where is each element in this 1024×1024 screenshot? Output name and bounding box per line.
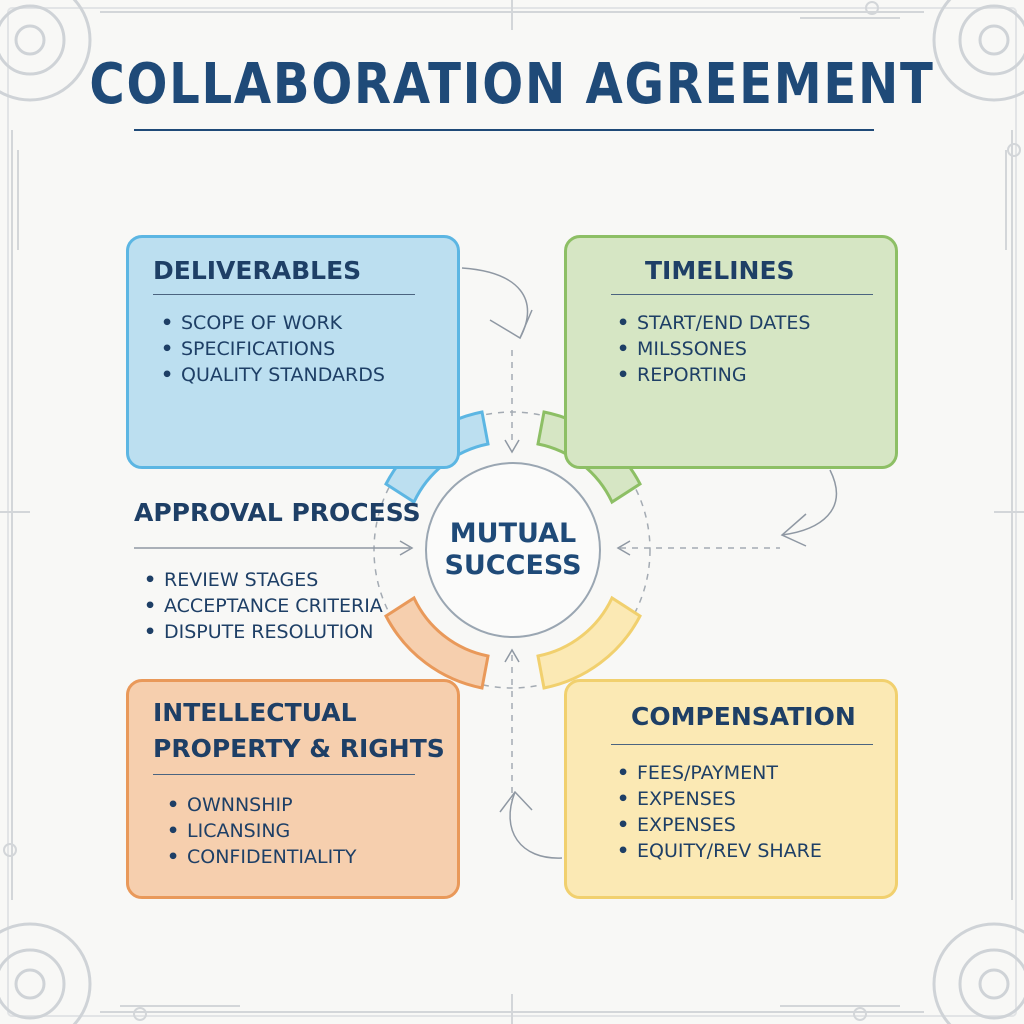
intellectual-property-panel: INTELLECTUAL PROPERTY & RIGHTS OWNNSHIP …: [126, 679, 460, 899]
list-item: EXPENSES: [617, 786, 822, 812]
approval-process-title: APPROVAL PROCESS: [134, 498, 421, 527]
list-item: FEES/PAYMENT: [617, 760, 822, 786]
timelines-title: TIMELINES: [645, 256, 795, 285]
timelines-list: START/END DATES MILSSONES REPORTING: [617, 310, 810, 388]
compensation-panel: COMPENSATION FEES/PAYMENT EXPENSES EXPEN…: [564, 679, 898, 899]
list-item: EXPENSES: [617, 812, 822, 838]
ip-title-line-2: PROPERTY & RIGHTS: [153, 734, 445, 763]
compensation-list: FEES/PAYMENT EXPENSES EXPENSES EQUITY/RE…: [617, 760, 822, 864]
compensation-divider: [611, 744, 873, 745]
list-item: SPECIFICATIONS: [161, 336, 385, 362]
page-title: COLLABORATION AGREEMENT: [89, 52, 935, 117]
list-item: START/END DATES: [617, 310, 810, 336]
timelines-panel: TIMELINES START/END DATES MILSSONES REPO…: [564, 235, 898, 469]
title-underline: [134, 129, 874, 131]
compensation-title: COMPENSATION: [631, 702, 856, 731]
list-item: EQUITY/REV SHARE: [617, 838, 822, 864]
ip-title-line-1: INTELLECTUAL: [153, 698, 357, 727]
hub-line-2: SUCCESS: [444, 550, 582, 581]
list-item: MILSSONES: [617, 336, 810, 362]
ip-list: OWNNSHIP LICANSING CONFIDENTIALITY: [167, 792, 356, 870]
hub-line-1: MUTUAL: [449, 518, 577, 549]
deliverables-panel: DELIVERABLES SCOPE OF WORK SPECIFICATION…: [126, 235, 460, 469]
approval-process-section: APPROVAL PROCESS REVIEW STAGES ACCEPTANC…: [134, 495, 421, 643]
deliverables-divider: [153, 294, 415, 295]
list-item: LICANSING: [167, 818, 356, 844]
list-item: REVIEW STAGES: [144, 567, 404, 593]
list-item: QUALITY STANDARDS: [161, 362, 385, 388]
timelines-divider: [611, 294, 873, 295]
list-item: CONFIDENTIALITY: [167, 844, 356, 870]
list-item: OWNNSHIP: [167, 792, 356, 818]
list-item: DISPUTE RESOLUTION: [144, 619, 404, 645]
deliverables-title: DELIVERABLES: [153, 256, 362, 285]
mutual-success-hub: MUTUAL SUCCESS: [425, 462, 601, 638]
list-item: SCOPE OF WORK: [161, 310, 385, 336]
approval-process-list: REVIEW STAGES ACCEPTANCE CRITERIA DISPUT…: [144, 567, 404, 645]
list-item: REPORTING: [617, 362, 810, 388]
ip-divider: [153, 774, 415, 775]
list-item: ACCEPTANCE CRITERIA: [144, 593, 404, 619]
deliverables-list: SCOPE OF WORK SPECIFICATIONS QUALITY STA…: [161, 310, 385, 388]
